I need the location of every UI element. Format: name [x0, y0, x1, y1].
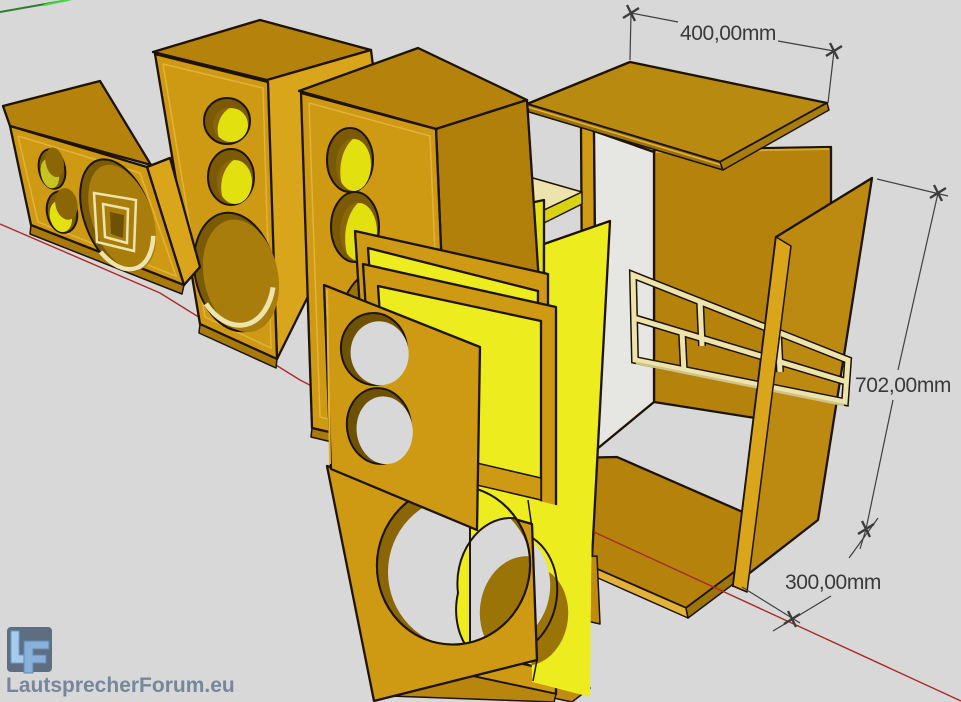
svg-text:LautsprecherForum.eu: LautsprecherForum.eu	[6, 674, 235, 697]
svg-text:400,00mm: 400,00mm	[680, 22, 776, 45]
svg-text:702,00mm: 702,00mm	[855, 374, 951, 397]
svg-text:300,00mm: 300,00mm	[785, 571, 881, 594]
